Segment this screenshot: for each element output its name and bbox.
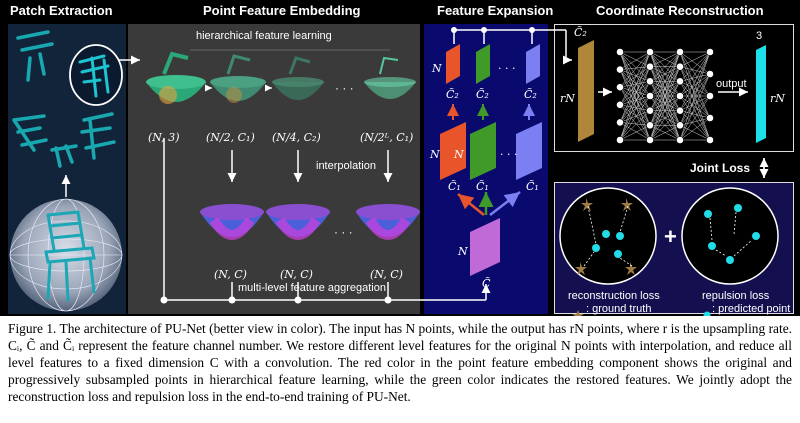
expansion-slab-pink (470, 218, 500, 276)
diagram-graphics: · · · · · · (9, 27, 779, 316)
top-dots: · · · (335, 81, 354, 95)
reconstruction-loss-circle (559, 187, 657, 285)
expansion-c2-3: C̃₂ (524, 88, 537, 101)
top-bowl-2 (210, 54, 266, 103)
reconstruction-loss-label: reconstruction loss (568, 290, 660, 302)
top-label-2: (N/2, C₁) (206, 131, 255, 144)
legend-point-icon (703, 311, 711, 316)
bottom-dots: · · · (334, 225, 353, 239)
expansion-c-bottom: C̃ (482, 277, 491, 290)
expansion-slab-mid-green (470, 122, 496, 180)
mlp-node (706, 70, 714, 78)
fan-blue (489, 191, 521, 216)
top-label-3: (N/4, C₂) (272, 131, 321, 144)
mlp-node (676, 106, 684, 115)
reconstruction-panel (554, 24, 794, 152)
expansion-c1-2: C̃₁ (476, 180, 489, 193)
embedding-panel (128, 24, 420, 314)
mlp-node (646, 136, 654, 144)
mlp-node (706, 114, 714, 122)
reconstruction-input-slab (578, 40, 594, 142)
mlp-node (706, 92, 714, 100)
mlp-node (646, 106, 654, 115)
bottom-bowl-1 (200, 204, 264, 240)
mlp-node (616, 83, 624, 92)
mlp-node (676, 48, 684, 56)
reconstruction-rn-in: rN (560, 92, 575, 105)
top-bowl-4 (364, 56, 416, 99)
top-label-4: (N/2ᴸ, C₁) (360, 131, 414, 144)
expansion-slab-top-green (476, 44, 490, 84)
coordinate-reconstruction-title: Coordinate Reconstruction (596, 3, 764, 18)
plus-sign: + (664, 224, 677, 249)
expansion-n-mid-1: N (430, 148, 440, 161)
mlp-node (646, 62, 654, 71)
expansion-slab-top-orange (446, 44, 460, 84)
repulsion-loss-label: repulsion loss (702, 290, 770, 302)
mlp-node (676, 77, 684, 86)
reconstruction-output: output (716, 78, 747, 90)
fan-orange (457, 193, 485, 216)
bottom-label-2: (N, C) (280, 268, 313, 281)
feature-expansion-title: Feature Expansion (437, 3, 554, 18)
expansion-n-mid-2: N (454, 148, 464, 161)
bottom-label-3: (N, C) (370, 268, 403, 281)
reconstruction-three: 3 (756, 30, 763, 42)
mlp-node (616, 100, 624, 109)
expansion-dots-mid: · · · (500, 148, 518, 161)
aggregation-label: multi-level feature aggregation (238, 282, 386, 294)
top-bowl-3 (272, 56, 324, 100)
predicted-point-legend: : predicted point (712, 303, 791, 315)
interpolation-label: interpolation (316, 160, 376, 172)
figure-caption: Figure 1. The architecture of PU-Net (be… (8, 321, 792, 404)
mlp-node (706, 136, 714, 144)
mlp-node (676, 62, 684, 71)
expansion-nodes (451, 27, 535, 33)
mlp-node (616, 48, 624, 56)
bottom-label-1: (N, C) (214, 268, 247, 281)
expansion-slab-mid-blue (516, 122, 542, 180)
sphere-with-chair (9, 198, 123, 312)
bottom-bowl-2 (266, 204, 330, 240)
expansion-dots-top: · · · (498, 62, 516, 75)
mlp-node (616, 65, 624, 74)
reconstruction-output-slab (756, 45, 766, 143)
top-bowl-1 (146, 51, 206, 104)
expansion-n-top: N (432, 62, 442, 75)
mlp-node (616, 118, 624, 127)
mlp-node (676, 136, 684, 144)
reconstruction-c2: C̃₂ (574, 26, 587, 39)
mlp-node (646, 92, 654, 100)
reconstruction-rn-out: rN (770, 92, 785, 105)
top-label-1: (N, 3) (148, 131, 180, 144)
highlighted-patch (69, 44, 123, 106)
point-feature-embedding-title: Point Feature Embedding (203, 3, 361, 18)
mlp-node (676, 92, 684, 100)
mlp-node (646, 48, 654, 56)
bottom-bowl-3 (356, 204, 420, 240)
mlp-node (646, 77, 654, 86)
aggregation-nodes (160, 296, 392, 304)
expansion-c2-1: C̃₂ (446, 88, 459, 101)
expansion-c1-3: C̃₁ (526, 180, 539, 193)
repulsion-loss-circle (681, 187, 779, 285)
chair-patches (12, 30, 116, 168)
legend-star-icon (572, 310, 584, 316)
expansion-to-reconstruction (453, 29, 567, 58)
expansion-c1-1: C̃₁ (448, 180, 461, 193)
expansion-slab-mid-orange (440, 122, 466, 180)
hierarchical-label: hierarchical feature learning (196, 30, 332, 42)
mlp-node (646, 121, 654, 130)
expansion-n-bottom: N (458, 245, 468, 258)
mlp-node (706, 48, 714, 56)
mlp-node (676, 121, 684, 130)
patch-extraction-title: Patch Extraction (10, 3, 113, 18)
mlp-node (616, 136, 624, 144)
ground-truth-legend: : ground truth (586, 303, 652, 315)
mlp-network (616, 48, 714, 144)
joint-loss-title: Joint Loss (690, 161, 751, 175)
figure-panels: Patch Extraction Point Feature Embedding… (0, 0, 800, 316)
expansion-slab-top-blue (526, 44, 540, 84)
expansion-c2-2: C̃₂ (476, 88, 489, 101)
